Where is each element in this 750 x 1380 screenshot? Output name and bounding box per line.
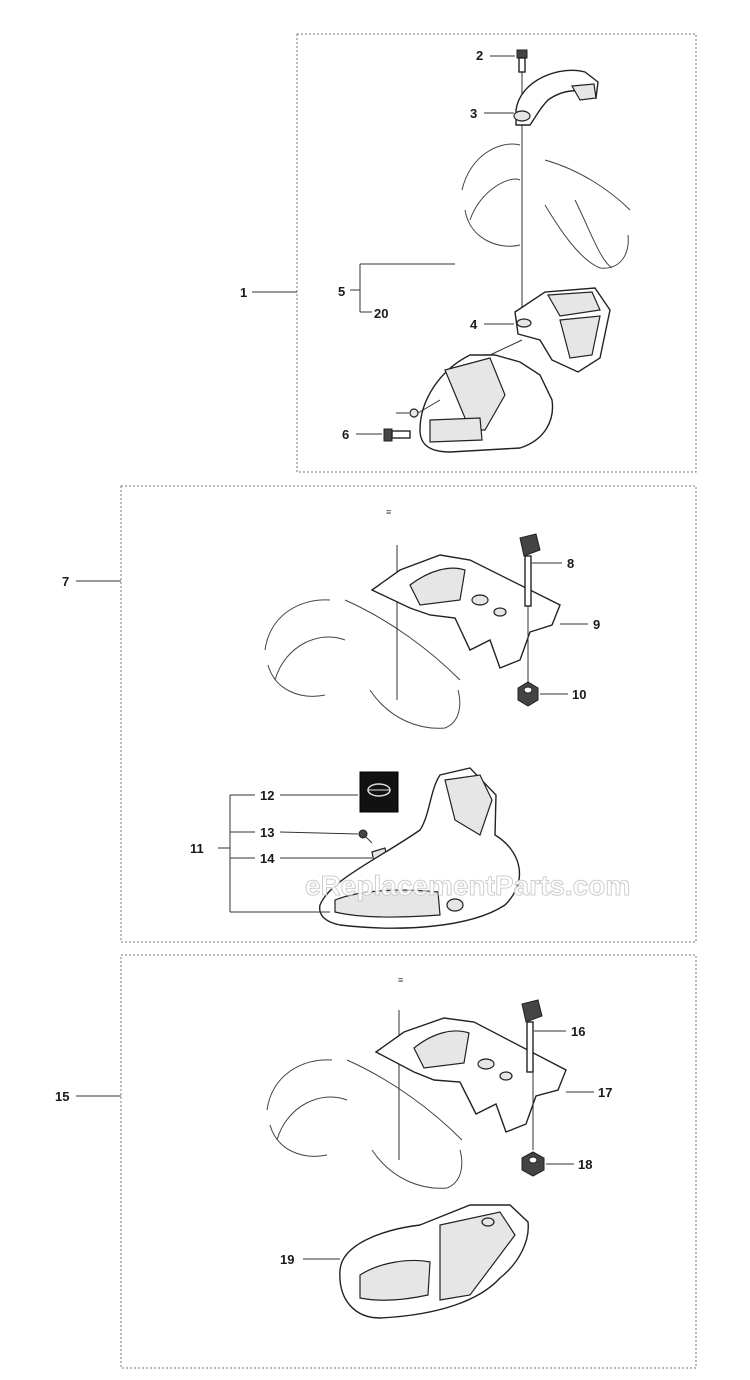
part-2-screw [516,49,528,73]
part-12-decal [359,771,399,813]
watermark: eReplacementParts.com [305,870,630,901]
part-5-guard [419,339,554,453]
part-10-nut [517,606,539,707]
label-14: 14 [260,851,275,866]
label-20: 20 [374,306,388,321]
group-7-frame [120,485,697,943]
arrow-mark: ≡ [386,507,391,517]
part-3-clamp [513,69,599,126]
label-4: 4 [470,317,478,332]
label-1: 1 [240,285,247,300]
label-2: 2 [476,48,483,63]
part-20-washer [409,408,419,418]
label-9: 9 [593,617,600,632]
label-12: 12 [260,788,274,803]
label-13: 13 [260,825,274,840]
label-7: 7 [62,574,69,589]
part-18-nut [521,1072,545,1177]
part-6-bolt [383,428,411,442]
label-15: 15 [55,1089,69,1104]
part-16-bolt [521,999,543,1073]
label-16: 16 [571,1024,585,1039]
part-4-bracket [514,287,611,373]
label-11: 11 [190,841,204,856]
part-19-guard [339,1204,529,1319]
label-10: 10 [572,687,586,702]
label-19: 19 [280,1252,294,1267]
part-9-shield [370,554,561,669]
group-1-frame [296,33,697,473]
part-13-screw [358,829,373,844]
part-17-shield [374,1017,567,1133]
label-18: 18 [578,1157,592,1172]
label-8: 8 [567,556,574,571]
label-6: 6 [342,427,349,442]
trimmer-head-ghost [264,599,461,729]
group-15-frame [120,954,697,1369]
label-17: 17 [598,1085,612,1100]
label-3: 3 [470,106,477,121]
part-11-guard [318,767,521,929]
label-5: 5 [338,284,345,299]
trimmer-head-ghost [461,143,631,269]
arrow-mark: ≡ [398,975,403,985]
trimmer-head-ghost [266,1059,463,1189]
